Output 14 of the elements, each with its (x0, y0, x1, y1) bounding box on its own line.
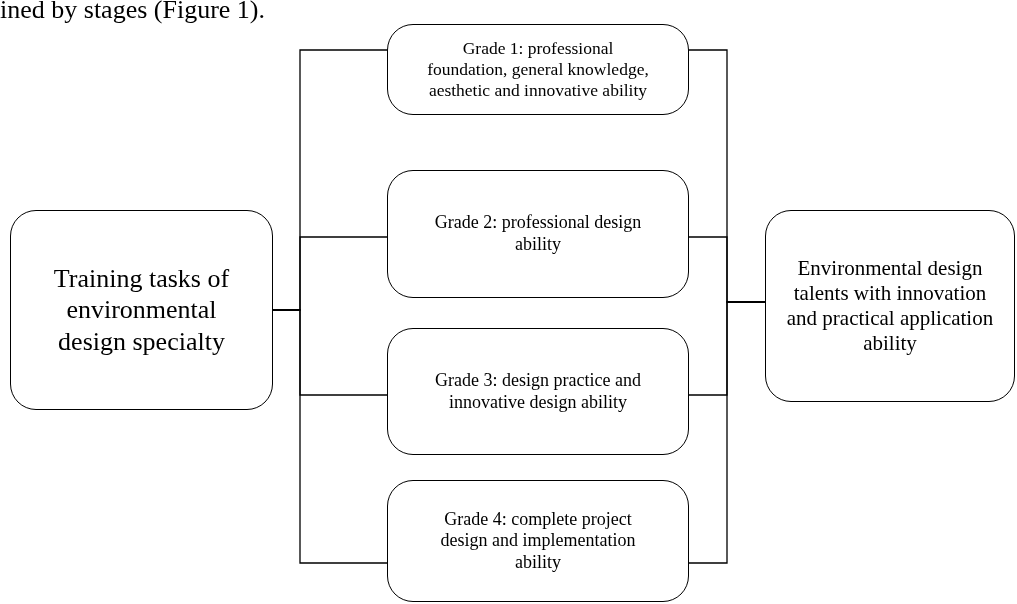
body-text: ined by stages (Figure 1). (0, 0, 265, 25)
box-text: Grade 2: professional design ability (433, 212, 643, 256)
box-text: Environmental design talents with innovation and practical application ability (785, 255, 995, 357)
rounded-box (387, 480, 689, 602)
rounded-box (10, 210, 273, 410)
box-text: Grade 4: complete project design and implementation ability (439, 508, 637, 574)
box-text: Grade 3: design practice and innovative design ability (434, 369, 642, 414)
rounded-box (765, 210, 1015, 402)
rounded-box (387, 24, 689, 115)
connector-line (688, 301, 766, 564)
box-text: Training tasks of environmental design specialty (52, 263, 231, 357)
rounded-box (387, 170, 689, 298)
rounded-box (387, 328, 689, 455)
box-text: Grade 1: professional foundation, general knowledge, aesthetic and innovative ability (426, 38, 650, 101)
